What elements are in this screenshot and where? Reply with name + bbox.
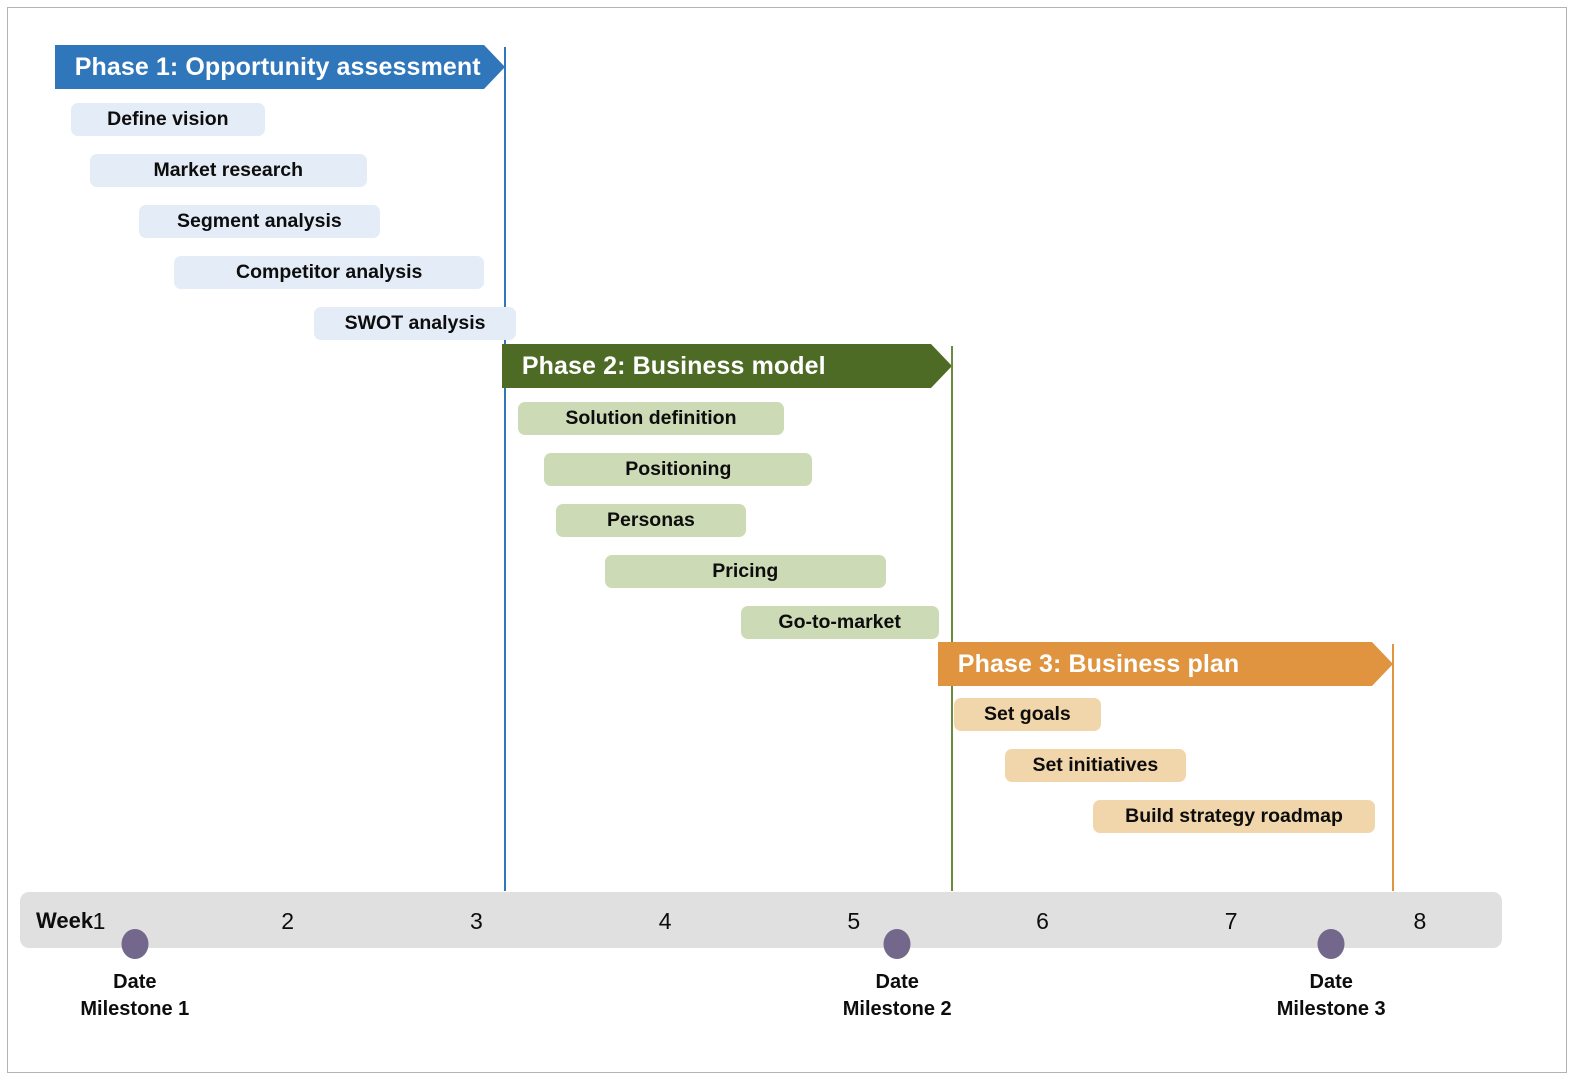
phase-1-banner-arrow-tip <box>483 45 505 89</box>
phase-1-banner[interactable]: Phase 1: Opportunity assessment <box>54 45 505 89</box>
milestone-dot-3[interactable] <box>1317 929 1345 959</box>
phase-1-drop-line <box>503 47 506 891</box>
week-tick-3: 3 <box>469 908 483 934</box>
phase-1-title: Phase 1: Opportunity assessment <box>74 52 481 81</box>
week-axis-label: Week <box>36 908 94 933</box>
week-axis-bar <box>20 892 1502 948</box>
task-bar[interactable]: Solution definition <box>517 402 784 435</box>
task-bar[interactable]: Segment analysis <box>138 205 381 238</box>
milestone-date-3: Date <box>1309 971 1353 993</box>
milestone-name-2: Milestone 2 <box>842 998 952 1020</box>
task-bar[interactable]: Competitor analysis <box>174 256 484 289</box>
week-tick-2: 2 <box>281 908 295 934</box>
task-bar[interactable]: Market research <box>89 154 367 187</box>
task-bar[interactable]: Positioning <box>544 453 813 486</box>
week-tick-1: 1 <box>92 908 106 934</box>
week-tick-7: 7 <box>1224 908 1238 934</box>
task-bar[interactable]: Personas <box>555 504 747 537</box>
phase-2-banner-arrow-tip <box>930 344 952 388</box>
milestone-date-1: Date <box>113 971 157 993</box>
task-bar[interactable]: Go-to-market <box>740 606 939 639</box>
task-bar[interactable]: Build strategy roadmap <box>1093 800 1375 833</box>
week-tick-5: 5 <box>847 908 861 934</box>
phase-3-title: Phase 3: Business plan <box>957 649 1240 678</box>
week-tick-4: 4 <box>658 908 672 934</box>
phase-2-drop-line <box>950 346 953 891</box>
phase-3-banner[interactable]: Phase 3: Business plan <box>937 642 1394 686</box>
task-bar[interactable]: Pricing <box>604 555 886 588</box>
task-bar[interactable]: SWOT analysis <box>314 307 517 340</box>
milestone-dot-2[interactable] <box>883 929 911 959</box>
task-bar[interactable]: Set initiatives <box>1004 749 1186 782</box>
milestone-date-2: Date <box>875 971 919 993</box>
week-tick-8: 8 <box>1413 908 1427 934</box>
phase-3-banner-arrow-tip <box>1372 642 1394 686</box>
week-tick-6: 6 <box>1036 908 1049 934</box>
phase-3-drop-line <box>1392 644 1395 891</box>
milestone-name-3: Milestone 3 <box>1276 998 1386 1020</box>
task-bar[interactable]: Define vision <box>70 103 266 136</box>
milestone-name-1: Milestone 1 <box>80 998 190 1020</box>
phase-2-title: Phase 2: Business model <box>521 351 826 380</box>
milestone-dot-1[interactable] <box>121 929 149 959</box>
task-bar[interactable]: Set goals <box>953 698 1101 731</box>
phase-2-banner[interactable]: Phase 2: Business model <box>501 344 952 388</box>
